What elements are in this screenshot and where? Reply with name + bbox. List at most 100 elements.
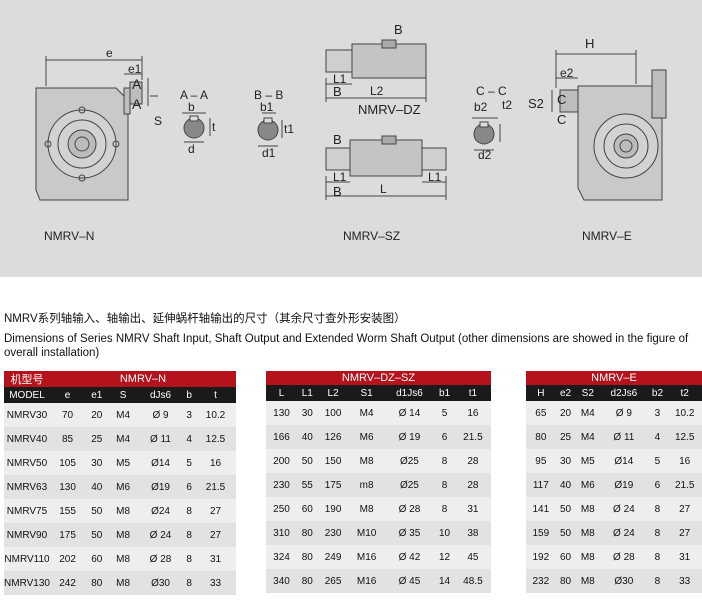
table-cell: Ø 42: [384, 545, 435, 569]
table-cell: 50: [555, 497, 576, 521]
column-header: e1: [85, 387, 109, 403]
table-cell: 230: [266, 473, 297, 497]
table-cell: 3: [647, 401, 668, 425]
table-cell: Ø30: [137, 571, 184, 595]
table-cell: 8: [183, 499, 196, 523]
table-cell: 8: [647, 497, 668, 521]
caption-nmrv-n: NMRV–N: [44, 229, 95, 243]
table-cell: Ø14: [600, 449, 648, 473]
table-cell: 95: [526, 449, 556, 473]
table-cell: 4: [647, 425, 668, 449]
section-b-b-drawing: [257, 112, 283, 147]
table-cell: 31: [195, 547, 236, 571]
label-l1-right: L1: [428, 170, 442, 184]
table-cell: 8: [647, 521, 668, 545]
table-cell: 12: [434, 545, 455, 569]
table-cell: 60: [555, 545, 576, 569]
table-cell: 10.2: [667, 401, 702, 425]
table-cell: M4: [108, 427, 138, 451]
column-header: S1: [348, 385, 385, 401]
table-cell: M4: [348, 401, 385, 425]
table-cell: 310: [266, 521, 297, 545]
column-header: e2: [555, 385, 576, 401]
table-cell: 16: [454, 401, 491, 425]
label-e1: e1: [128, 62, 142, 76]
table-cell: M8: [575, 569, 601, 593]
table-cell: M8: [575, 497, 601, 521]
table-cell: 190: [317, 497, 349, 521]
column-header: b1: [434, 385, 455, 401]
table-cell: 12.5: [195, 427, 236, 451]
captions: NMRV系列轴输入、轴输出、延伸蜗杆轴输出的尺寸（其余尺寸查外形安装图） Dim…: [4, 312, 698, 360]
table-cell: 175: [317, 473, 349, 497]
label-d1: d1: [262, 146, 276, 160]
table-cell: M4: [575, 425, 601, 449]
table-cell: 31: [454, 497, 491, 521]
table-cell: 8: [183, 571, 196, 595]
table-cell: NMRV90: [4, 523, 50, 547]
table-cell: 192: [526, 545, 556, 569]
label-b-left-top: B: [333, 84, 342, 99]
table-cell: Ø 9: [600, 401, 648, 425]
table-title-nmrv-e: NMRV–E: [526, 371, 702, 385]
table-cell: 175: [50, 523, 86, 547]
table-cell: M4: [108, 403, 138, 427]
table-cell: M6: [348, 425, 385, 449]
table-cell: M10: [348, 521, 385, 545]
nmrv-e-gearbox-drawing: [551, 50, 667, 201]
table-cell: 80: [85, 571, 109, 595]
table-cell: 230: [317, 521, 349, 545]
label-e: e: [106, 46, 113, 60]
table-cell: 55: [296, 473, 318, 497]
label-h: H: [585, 36, 595, 51]
table-cell: M8: [575, 521, 601, 545]
label-c-top: C: [557, 92, 567, 107]
table-cell: 40: [555, 473, 576, 497]
table-cell: NMRV40: [4, 427, 50, 451]
table-cell: 155: [50, 499, 86, 523]
table-cell: 249: [317, 545, 349, 569]
table-cell: 324: [266, 545, 297, 569]
table-cell: Ø24: [137, 499, 184, 523]
table-cell: 200: [266, 449, 297, 473]
table-cell: Ø 28: [384, 497, 435, 521]
caption-nmrv-e: NMRV–E: [582, 229, 632, 243]
table-cell: Ø 24: [137, 523, 184, 547]
table-cell: 105: [50, 451, 86, 475]
column-header: H: [526, 385, 556, 401]
column-header: t: [195, 387, 236, 403]
table-cell: 50: [85, 523, 109, 547]
table-cell: 16: [195, 451, 236, 475]
table-cell: M16: [348, 545, 385, 569]
column-header: t1: [454, 385, 491, 401]
label-b2: b2: [474, 100, 488, 114]
label-b-top: B: [394, 22, 403, 37]
table-cell: M8: [348, 449, 385, 473]
table-cell: Ø 11: [600, 425, 648, 449]
table-title-nmrv-n: NMRV–N: [50, 371, 236, 387]
table-cell: 150: [317, 449, 349, 473]
label-l2: L2: [370, 84, 384, 98]
table-cell: 60: [85, 547, 109, 571]
table-cell: Ø 45: [384, 569, 435, 593]
table-cell: 33: [195, 571, 236, 595]
table-title-model: 机型号: [4, 371, 50, 387]
table-cell: 6: [183, 475, 196, 499]
table-cell: 27: [667, 521, 702, 545]
table-cell: 80: [526, 425, 556, 449]
table-cell: Ø 24: [600, 497, 648, 521]
nmrv-dz-shaft-drawing: [325, 39, 427, 102]
table-cell: Ø30: [600, 569, 648, 593]
label-d2: d2: [478, 148, 492, 162]
table-cell: Ø25: [384, 449, 435, 473]
label-s: S: [154, 114, 163, 128]
